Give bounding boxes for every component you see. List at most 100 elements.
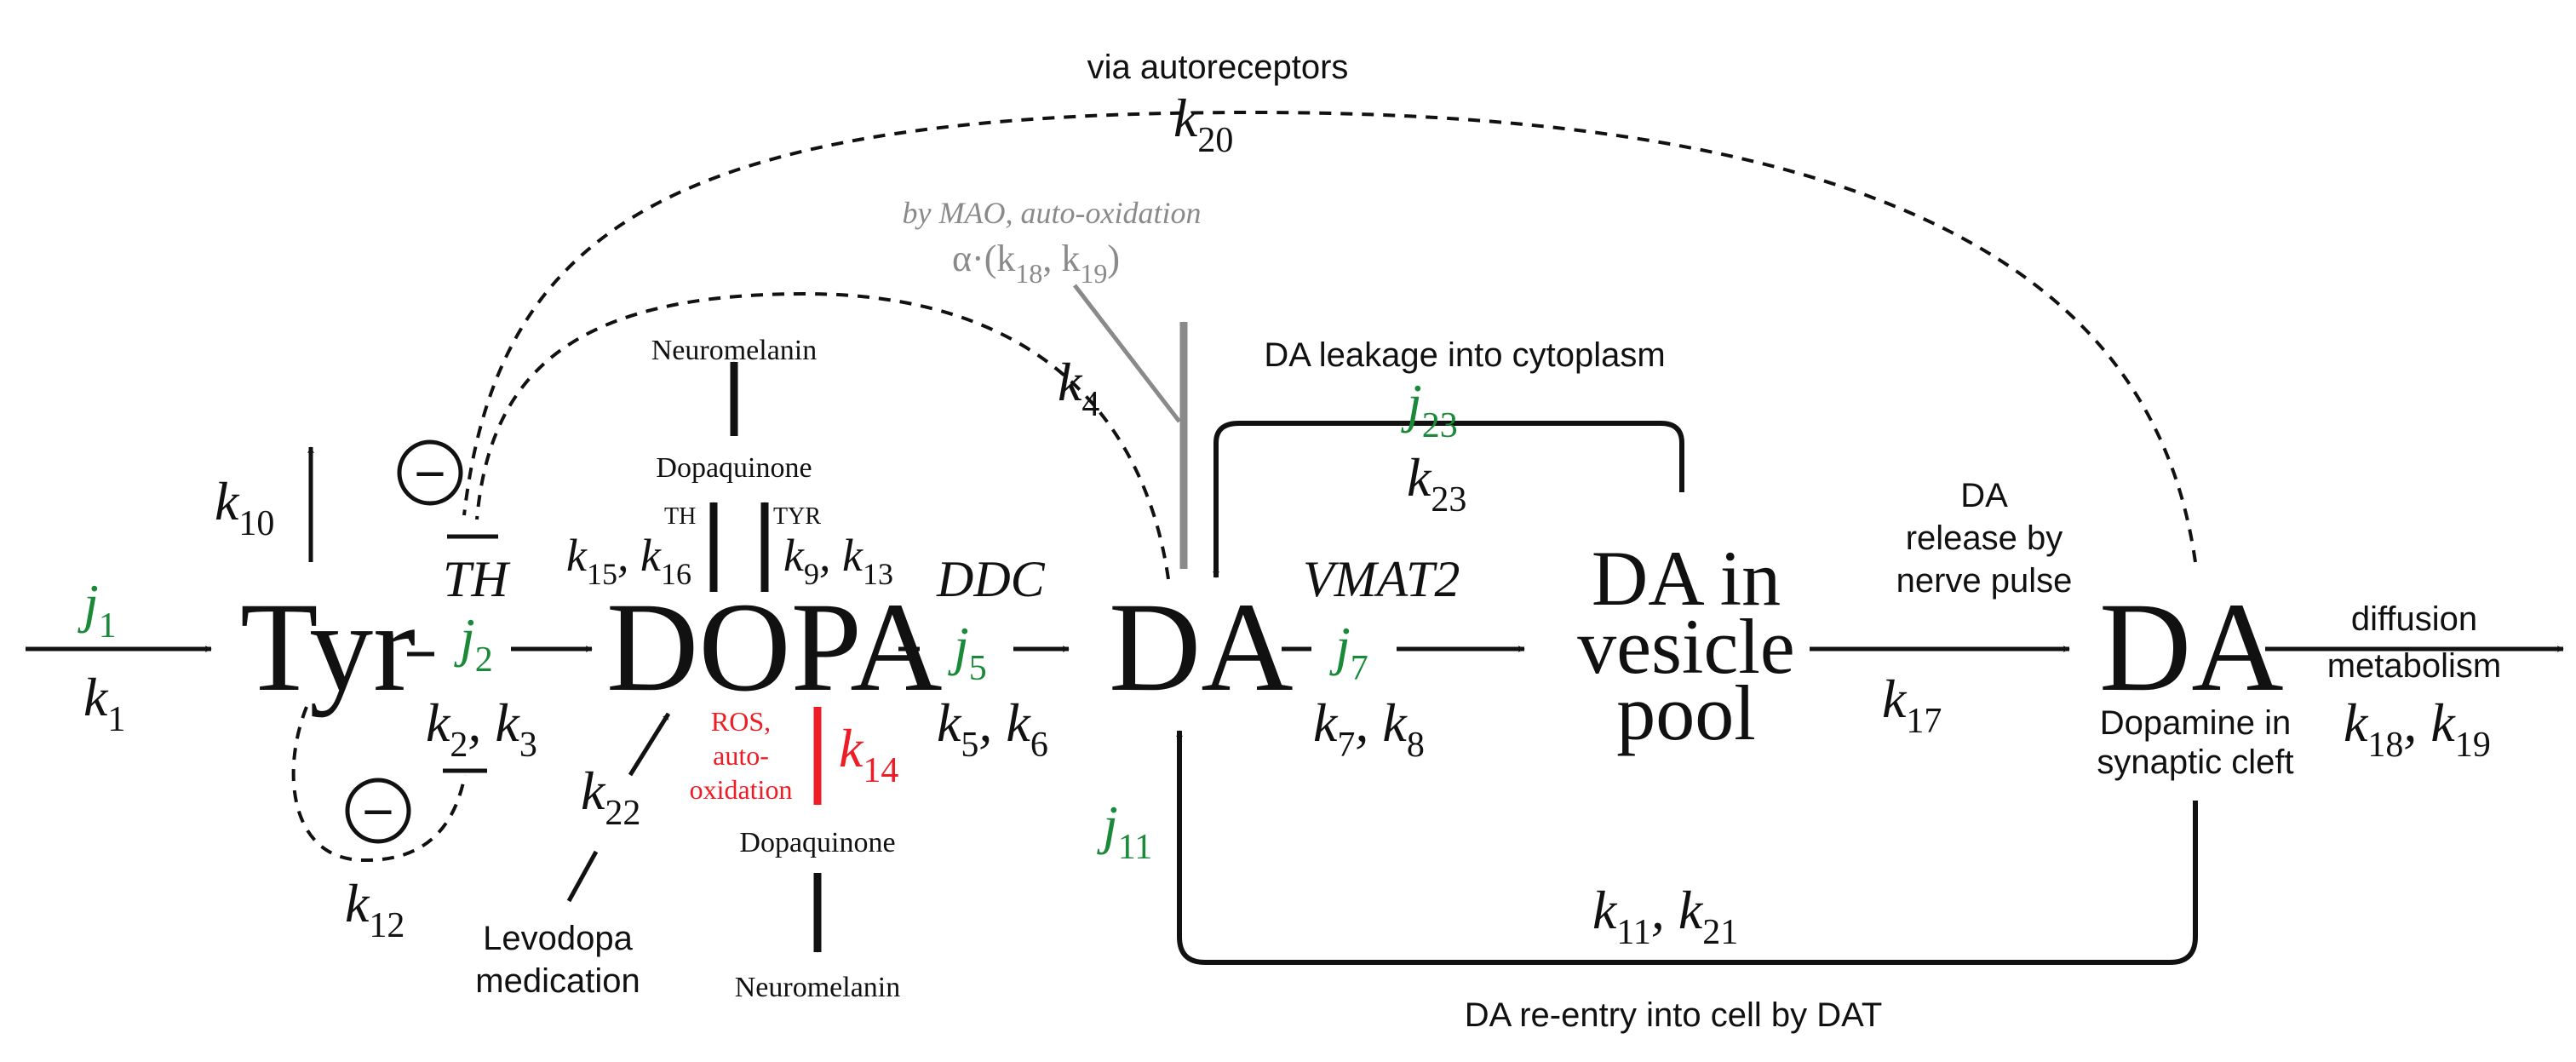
arrow-mao-pointer [1073,284,1181,423]
rate-k2-base: k [426,692,451,753]
mao-formula-sub19: 19 [1080,258,1107,289]
rate-k13-base: k [842,530,863,581]
rate-k18-k19: k18, k19 [2344,692,2491,765]
arrow-leakage [1213,421,1684,578]
annotation-autoreceptors: via autoreceptors [1087,49,1349,86]
rate-k9-comma: , [819,530,842,581]
node-dopa: DOPA [606,577,943,718]
rate-k17: k17 [1882,669,1942,741]
rate-k2-sub: 2 [450,726,468,765]
annotation-reentry: DA re-entry into cell by DAT [1465,996,1883,1034]
rate-k22-base: k [581,761,606,821]
rate-k17-sub: 17 [1906,702,1942,741]
enzyme-th: TH [443,551,511,607]
rate-k18-base: k [2344,692,2369,753]
rate-k20-base: k [1173,88,1199,148]
rate-j1-base: j [77,573,99,634]
rate-k23-base: k [1407,447,1432,508]
annotation-leakage: DA leakage into cytoplasm [1264,336,1665,374]
feedback-autoreceptors [462,110,2197,563]
mao-formula: α·(k18, k19) [952,238,1120,289]
rate-k15-k16: k15, k16 [566,530,691,591]
rate-j5-sub: 5 [969,649,987,688]
ros-line2: auto- [713,740,769,771]
enzyme-vmat2: VMAT2 [1303,551,1460,607]
rate-j1-sub: 1 [99,606,117,646]
rate-j5-base: j [948,616,969,676]
annotation-release-line2: release by [1906,520,2063,557]
annotation-metabolism: metabolism [2327,647,2502,685]
rate-k6-base: k [1006,692,1031,753]
rate-k11-comma: , [1651,880,1678,940]
rate-k13-sub: 13 [863,557,893,591]
rate-k10-sub: 10 [238,504,274,543]
inhibition-circle-upper [397,439,463,506]
rate-k12-sub: 12 [369,906,404,945]
rate-j7-base: j [1329,616,1351,676]
rate-k5-sub: 5 [961,726,978,765]
rate-k23-sub: 23 [1431,480,1466,520]
mao-formula-prefix: α·(k [952,238,1015,279]
rate-k15-base: k [566,530,588,581]
rate-k9-k13: k9, k13 [783,530,893,591]
ros-line3: oxidation [690,774,793,805]
rate-k22-sub: 22 [605,794,640,833]
annotation-levodopa-line2: medication [475,962,640,1000]
rate-j23-sub: 23 [1422,406,1458,445]
rate-k5-k6: k5, k6 [937,692,1048,765]
node-tyr: Tyr [240,577,416,718]
rate-k8-sub: 8 [1407,726,1425,765]
rate-j11-base: j [1097,795,1118,855]
node-vesicle-line1: DA in [1592,535,1781,622]
rate-j23: j23 [1401,373,1458,445]
rate-k18-sub: 18 [2367,726,2403,765]
rate-j11: j11 [1097,795,1152,867]
node-vesicle-line2: vesicle [1577,603,1794,690]
rate-k7-sub: 7 [1337,726,1355,765]
rate-k17-base: k [1882,669,1908,729]
rate-j2-base: j [454,607,475,668]
rate-k1-base: k [83,667,109,727]
annotation-release-line3: nerve pulse [1896,562,2073,600]
rate-k3-sub: 3 [519,726,537,765]
rate-k11-base: k [1592,880,1618,940]
annotation-release-line1: DA [1960,477,2008,514]
lower-neuromelanin: Neuromelanin [735,972,901,1003]
rate-k19-sub: 19 [2455,726,2491,765]
inhibition-circle-lower [345,778,411,844]
node-da-cleft: DA [2099,577,2284,718]
rate-k9-base: k [783,530,805,581]
rate-j1: j1 [77,573,117,646]
tyr-small: TYR [773,503,821,530]
rate-k6-sub: 6 [1030,726,1048,765]
node-da-cytosol: DA [1109,577,1294,718]
rate-k9-sub: 9 [804,557,819,591]
arrow-levodopa [566,850,599,903]
rate-k12: k12 [345,873,404,945]
rate-k4: k4 [1058,352,1099,424]
feedback-k4 [475,291,1170,580]
rate-k22: k22 [581,761,640,833]
rate-k10-base: k [215,471,240,531]
mao-formula-close: ) [1107,238,1120,279]
rate-k4-base: k [1058,352,1083,412]
rate-k11-sub: 11 [1616,913,1650,952]
rate-k7-comma: , [1355,692,1382,753]
rate-k1: k1 [83,667,125,739]
rate-k18-comma: , [2403,692,2430,753]
upper-neuromelanin: Neuromelanin [651,335,818,366]
rate-k15-comma: , [617,530,640,581]
rate-j5: j5 [948,616,987,688]
rate-k2-comma: , [468,692,495,753]
rate-k1-sub: 1 [107,700,125,739]
rate-k5-comma: , [978,692,1006,753]
rate-k7-base: k [1313,692,1339,753]
upper-dopaquinone: Dopaquinone [656,452,812,484]
rate-k14-base: k [839,718,864,778]
rate-k11-k21: k11, k21 [1592,880,1738,952]
rate-j7: j7 [1329,616,1368,688]
inhibition-minus-upper: − [414,443,445,504]
rate-k14-sub: 14 [863,751,898,790]
annotation-levodopa-line1: Levodopa [483,920,633,957]
rate-k5-base: k [937,692,962,753]
